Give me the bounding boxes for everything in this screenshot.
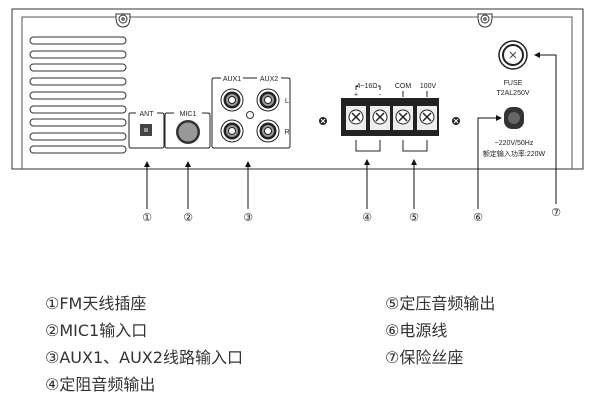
- ant-label: ANT: [140, 111, 155, 118]
- legend-item: ⑦保险丝座: [385, 348, 464, 367]
- mic-section: MIC1: [164, 111, 211, 149]
- power-spec: ~220V/50Hz: [495, 140, 534, 147]
- legend-item: ②MIC1输入口: [45, 321, 148, 340]
- aux-section: AUX1 AUX2 L R: [211, 76, 291, 149]
- callout-2: ②: [183, 211, 193, 224]
- arrow-6: [477, 115, 502, 209]
- mount-screw-right: [452, 117, 460, 125]
- aux1-label: AUX1: [223, 76, 241, 83]
- minus-label: -: [379, 92, 382, 99]
- aux1-right-rca-jack[interactable]: [220, 119, 244, 143]
- plus-label: +: [354, 92, 358, 99]
- power-cord-inlet[interactable]: [504, 107, 524, 129]
- callout-numbers: ① ② ③ ④ ⑤ ⑥ ⑦: [142, 206, 561, 224]
- right-channel-label: R: [284, 129, 289, 136]
- terminal-com[interactable]: [393, 106, 413, 130]
- legend-item: ①FM天线插座: [45, 294, 147, 313]
- terminal-100v[interactable]: [417, 106, 437, 130]
- vent-slots: [29, 36, 127, 154]
- chassis-outline: [11, 8, 584, 170]
- chassis-inner-line: [21, 16, 573, 169]
- legend-left: ①FM天线插座 ②MIC1输入口 ③AUX1、AUX2线路输入口 ④定阻音频输出: [45, 290, 243, 398]
- callout-3: ③: [243, 211, 253, 224]
- ground-screw: [246, 111, 254, 119]
- impedance-label: 4~16Ω: [357, 83, 378, 90]
- callout-1: ①: [142, 211, 152, 224]
- aux1-left-rca-jack[interactable]: [220, 88, 244, 112]
- terminal-minus[interactable]: [370, 106, 390, 130]
- callout-arrows: [144, 52, 557, 209]
- mic-label: MIC1: [180, 111, 197, 118]
- callout-4: ④: [362, 211, 372, 224]
- callout-7: ⑦: [551, 206, 561, 219]
- top-screw-left: [115, 13, 131, 28]
- fuse-label: FUSE: [504, 80, 523, 87]
- callout-6: ⑥: [473, 211, 483, 224]
- fuse-rating: T2AL250V: [496, 90, 529, 97]
- fuse-holder[interactable]: [498, 40, 528, 70]
- arrow-7: [534, 52, 557, 204]
- legend-item: ③AUX1、AUX2线路输入口: [45, 348, 243, 367]
- left-channel-label: L: [285, 98, 289, 105]
- legend-item: ⑥电源线: [385, 321, 448, 340]
- aux2-right-rca-jack[interactable]: [256, 119, 280, 143]
- aux2-label: AUX2: [260, 76, 278, 83]
- com-label: COM: [395, 83, 412, 90]
- legend-item: ④定阻音频输出: [45, 375, 156, 394]
- legend-right: ⑤定压音频输出 ⑥电源线 ⑦保险丝座: [385, 290, 495, 371]
- power-rating: 额定输入功率:220W: [483, 149, 546, 158]
- top-screw-right: [477, 13, 493, 28]
- speaker-terminal-block: 4~16Ω + - COM 100V: [341, 83, 439, 152]
- ant-section: ANT: [128, 111, 165, 149]
- voltage-label: 100V: [420, 83, 437, 90]
- legend-item: ⑤定压音频输出: [385, 294, 496, 313]
- terminal-plus[interactable]: [346, 106, 366, 130]
- callout-5: ⑤: [409, 211, 419, 224]
- mount-screw-left: [319, 117, 327, 125]
- aux2-left-rca-jack[interactable]: [256, 88, 280, 112]
